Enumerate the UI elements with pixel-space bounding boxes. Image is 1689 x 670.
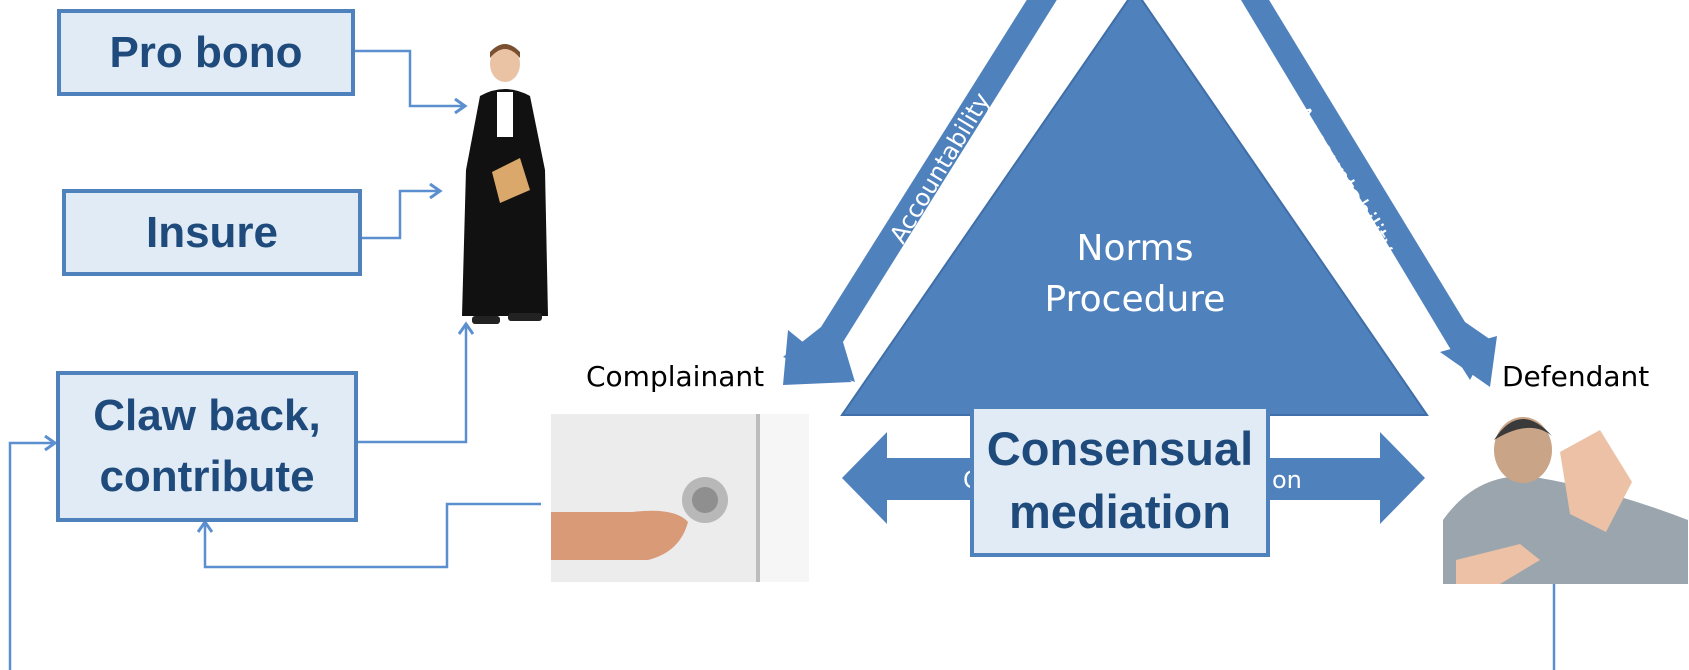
lawyer-figure (462, 44, 548, 324)
pro-bono-label: Pro bono (109, 27, 303, 77)
insure-connector (362, 191, 440, 240)
claw-back-line1: Claw back, (93, 390, 321, 440)
claw-back-box: Claw back, contribute (56, 371, 358, 522)
right-accountability-arrow-head (1440, 336, 1497, 387)
left-accountability-arrow (783, 0, 1057, 382)
feedback-connector (8, 443, 55, 670)
consensual-line2: mediation (1009, 485, 1231, 538)
defendant-label: Defendant (1502, 360, 1650, 393)
complainant-to-clawback-connector (205, 502, 541, 569)
clawback-to-lawyer-connector (358, 324, 466, 444)
right-accountability-arrow (1241, 0, 1491, 380)
procedure-text: Procedure (1044, 279, 1226, 320)
left-accountability-arrow-head (783, 330, 852, 385)
claw-back-line2: contribute (99, 451, 315, 501)
insure-box: Insure (62, 189, 362, 276)
norms-text: Norms (1076, 228, 1194, 269)
pro-bono-box: Pro bono (57, 9, 355, 96)
complainant-label: Complainant (586, 360, 765, 393)
defendant-picture (1443, 404, 1689, 584)
insure-label: Insure (145, 207, 279, 257)
consensual-mediation-box: Consensual mediation (970, 405, 1270, 557)
bottom-arrow-fragment-right: on (1272, 466, 1302, 494)
probono-connector (355, 49, 465, 106)
consensual-line1: Consensual (986, 422, 1254, 476)
complainant-picture (551, 414, 809, 582)
